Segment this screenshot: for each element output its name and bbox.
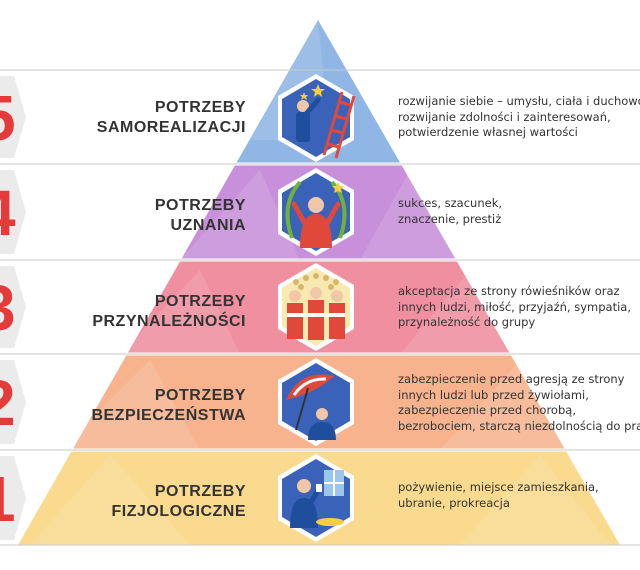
- level-3-desc-line: przynależność do grupy: [398, 315, 536, 329]
- level-1-title: POTRZEBY FIZJOLOGICZNE: [46, 482, 246, 522]
- level-2-desc-line: zabezpieczenie przed agresją ze strony: [398, 372, 625, 386]
- level-4-desc-line: sukces, szacunek,: [398, 196, 503, 210]
- level-1-title-line2: FIZJOLOGICZNE: [111, 503, 246, 520]
- level-1-desc-line: pożywienie, miejsce zamieszkania,: [398, 480, 599, 494]
- level-2-description: zabezpieczenie przed agresją ze strony i…: [398, 372, 640, 434]
- level-5-title: POTRZEBY SAMOREALIZACJI: [46, 98, 246, 138]
- level-3-desc-line: innych ludzi, miłość, przyjaźń, sympatia…: [398, 299, 631, 314]
- level-number-5: 5: [0, 82, 16, 154]
- level-tab-3: [0, 266, 26, 348]
- level-3-title: POTRZEBY PRZYNALEŻNOŚCI: [46, 292, 246, 332]
- person-drinking-icon: [278, 454, 354, 542]
- level-number-tabs: 5 4 3 2 1: [0, 76, 26, 540]
- level-5-title-line1: POTRZEBY: [154, 99, 246, 116]
- row-rules: [0, 69, 640, 546]
- level-number-3: 3: [0, 272, 16, 344]
- level-number-4: 4: [0, 177, 16, 249]
- level-5-desc-line: potwierdzenie własnej wartości: [398, 125, 578, 139]
- person-under-umbrella-icon: [278, 358, 354, 446]
- level-2-desc-line: innych ludzi lub przed żywiołami,: [398, 387, 589, 402]
- level-2-title: POTRZEBY BEZPIECZEŃSTWA: [46, 386, 246, 426]
- person-with-laurel-wreath-icon: [278, 168, 354, 256]
- level-tab-1: [0, 456, 26, 540]
- level-number-2: 2: [0, 367, 16, 439]
- level-5-desc-line: rozwijanie siebie – umysłu, ciała i duch…: [398, 94, 640, 108]
- level-3-desc-line: akceptacja ze strony rówieśników oraz: [398, 284, 620, 298]
- pyramid-facets: [30, 20, 610, 545]
- group-of-fans-icon: [278, 263, 354, 351]
- level-1-description: pożywienie, miejsce zamieszkania, ubrani…: [398, 480, 640, 511]
- level-1-title-line1: POTRZEBY: [154, 483, 246, 500]
- level-2-title-line2: BEZPIECZEŃSTWA: [91, 407, 246, 424]
- person-climbing-ladder-to-stars-icon: [278, 74, 356, 162]
- level-5-description: rozwijanie siebie – umysłu, ciała i duch…: [398, 94, 640, 141]
- level-3-title-line1: POTRZEBY: [154, 293, 246, 310]
- level-4-desc-line: znaczenie, prestiż: [398, 211, 502, 226]
- level-4-title: POTRZEBY UZNANIA: [46, 196, 246, 236]
- level-2-desc-line: bezrobociem, starczą niezdolnością do pr…: [398, 418, 640, 433]
- level-3-title-line2: PRZYNALEŻNOŚCI: [92, 313, 246, 330]
- level-2-title-line1: POTRZEBY: [154, 387, 246, 404]
- level-5-title-line2: SAMOREALIZACJI: [96, 119, 246, 136]
- level-4-description: sukces, szacunek, znaczenie, prestiż: [398, 196, 640, 227]
- level-tab-2: [0, 360, 26, 444]
- level-tab-4: [0, 170, 26, 254]
- level-tab-5: [0, 76, 26, 158]
- level-5-desc-line: rozwijanie zdolności i zainteresowań,: [398, 109, 611, 124]
- level-4-title-line1: POTRZEBY: [154, 197, 246, 214]
- level-3-description: akceptacja ze strony rówieśników oraz in…: [398, 284, 640, 331]
- level-4-title-line2: UZNANIA: [170, 217, 246, 234]
- level-number-1: 1: [0, 463, 16, 535]
- level-2-desc-line: zabezpieczenie przed chorobą,: [398, 403, 576, 417]
- level-1-desc-line: ubranie, prokreacja: [398, 495, 510, 510]
